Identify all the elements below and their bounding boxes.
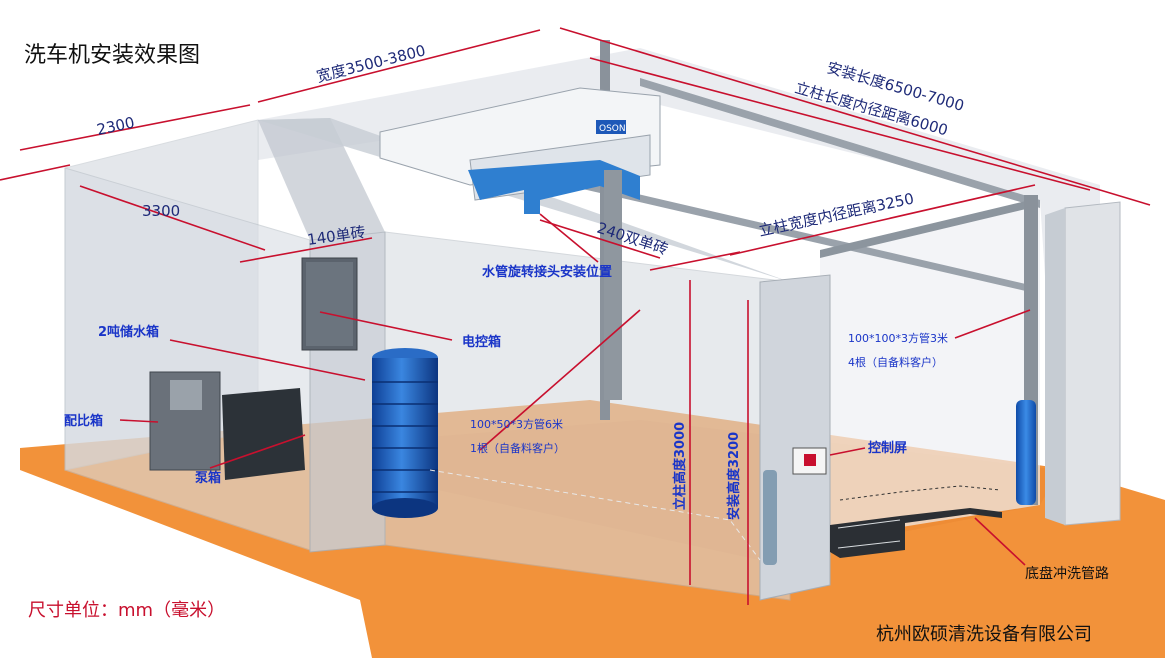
tube-100x100-callout: 100*100*3方管3米 — [848, 331, 948, 345]
control-screen-callout: 控制屏 — [868, 440, 907, 456]
unit-note: 尺寸单位：mm（毫米） — [28, 600, 225, 621]
bay-left-wall — [384, 231, 791, 601]
ratio-box-drawing — [149, 371, 221, 471]
water-tank-ribs — [372, 381, 438, 493]
water-tank-bottom — [372, 498, 438, 518]
pump-box-callout: 泵箱 — [195, 470, 221, 486]
company-name: 杭州欧硕清洗设备有限公司 — [876, 624, 1092, 645]
column-inner-width-label: 立柱宽度内径距离3250 — [757, 189, 915, 239]
bay-front-column — [759, 274, 831, 601]
water-joint-callout: 水管旋转接头安装位置 — [482, 264, 612, 280]
control-box-callout: 电控箱 — [462, 334, 501, 350]
wash-machine-column — [604, 170, 622, 400]
left-room-label: 3300 — [142, 202, 180, 220]
logo-text: OSON — [599, 124, 626, 134]
install-height-label: 安装高度3200 — [726, 432, 742, 520]
tube-100x50-callout: 100*50*3方管6米 — [470, 417, 563, 431]
logo-plate — [596, 120, 626, 134]
wash-machine-blue-frame — [468, 160, 640, 214]
ratio-box-panel — [170, 380, 202, 410]
partition-top — [258, 118, 385, 240]
tube-100x50-qty: 1根（自备料客户） — [470, 441, 565, 455]
control-screen-display — [804, 454, 816, 466]
bay-right-column-side — [1045, 208, 1065, 525]
dimension-lines — [0, 27, 1151, 605]
callout-arrows — [119, 213, 1031, 566]
chassis-pipe-holes — [837, 519, 901, 549]
control-box-face — [306, 262, 353, 346]
ratio-box-callout: 配比箱 — [64, 413, 103, 429]
column-height-label: 立柱高度3000 — [672, 422, 688, 510]
water-tank-body — [372, 358, 438, 508]
gantry-crossbar — [820, 200, 1030, 258]
diagram-title: 洗车机安装效果图 — [24, 43, 200, 68]
tube-100x100-qty: 4根（自备料客户） — [848, 355, 943, 369]
left-depth-label: 2300 — [95, 113, 136, 139]
front-column-sleeve — [763, 470, 777, 565]
pump-box-drawing — [222, 388, 305, 480]
tank-callout: 2吨储水箱 — [98, 324, 159, 340]
chassis-pipe-callout: 底盘冲洗管路 — [1025, 565, 1109, 582]
floor-dashed-track — [429, 469, 761, 561]
right-back-wall — [820, 200, 1040, 540]
floor-trench — [839, 485, 1001, 501]
gantry-rail-right — [640, 78, 1040, 208]
bay-right-column — [1064, 201, 1121, 526]
chassis-pipe — [830, 508, 1002, 558]
column-sleeve — [1016, 400, 1036, 505]
